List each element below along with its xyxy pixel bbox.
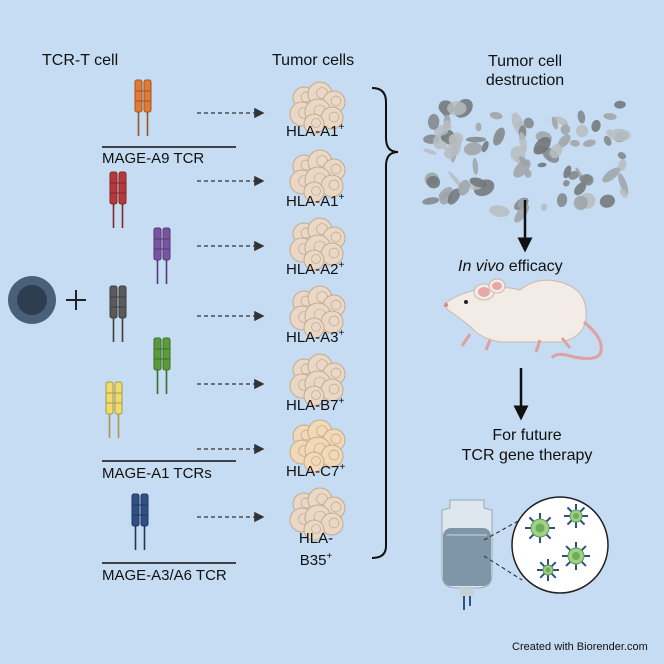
future-line1: For future: [492, 427, 562, 444]
tcr-yellow-icon: [105, 381, 123, 438]
tumor-cluster-6: [289, 419, 346, 473]
hla-label-5: HLA-B7+: [286, 396, 345, 414]
tcr-green-icon: [153, 337, 171, 394]
tumor-cluster-5: [289, 353, 346, 407]
tumor-cell-clusters: [289, 81, 346, 541]
future-therapy-heading: For future TCR gene therapy: [452, 426, 602, 466]
tcr-red-icon: [109, 171, 127, 228]
tcr-mage-a3a6-icon: [131, 493, 149, 550]
tumor-cluster-4: [289, 285, 346, 339]
mage-a1-tcrs-label: MAGE-A1 TCRs: [102, 465, 212, 482]
tumor-cluster-2: [289, 149, 346, 203]
curly-brace: [371, 87, 399, 559]
tcr-mage-a9-icon: [134, 79, 152, 136]
tumor-destruction-line2: destruction: [485, 72, 565, 89]
hla-label-7: HLA- B35+: [298, 530, 334, 569]
future-line2: TCR gene therapy: [461, 447, 593, 464]
tumor-cells-heading: Tumor cells: [272, 52, 355, 69]
tumor-destruction-line1: Tumor cell: [487, 53, 563, 70]
dashed-arrows: [197, 107, 265, 523]
hla-label-2: HLA-A1+: [286, 192, 345, 210]
tumor-cluster-3: [289, 217, 346, 271]
hla-label-4: HLA-A3+: [286, 328, 345, 346]
mage-a3a6-tcr-label: MAGE-A3/A6 TCR: [102, 567, 227, 584]
destroyed-tumor-debris: [422, 98, 631, 223]
t-cell-icon: [8, 276, 56, 324]
tcr-receptors: [105, 79, 171, 550]
tumor-destruction-heading: Tumor cell destruction: [470, 52, 580, 90]
plus-sign: [66, 290, 86, 310]
in-vivo-heading: In vivo efficacy: [458, 258, 563, 276]
tcr-t-cell-heading: TCR-T cell: [42, 52, 119, 69]
zoom-lines: [483, 519, 523, 581]
biorender-credit: Created with Biorender.com: [512, 641, 648, 653]
iv-bag-icon: [441, 499, 493, 610]
tcr-gray-icon: [109, 285, 127, 342]
tumor-cluster-7: [289, 487, 346, 541]
mouse-icon: [443, 278, 603, 361]
hla-label-1: HLA-A1+: [286, 122, 345, 140]
hla-label-3: HLA-A2+: [286, 260, 345, 278]
tcr-purple-icon: [153, 227, 171, 284]
hla-label-6: HLA-C7+: [286, 462, 346, 480]
tumor-cluster-1: [289, 81, 346, 135]
in-vivo-em: In vivo: [458, 258, 505, 275]
in-vivo-rest: efficacy: [504, 258, 563, 275]
zoom-circle-cells: [511, 496, 609, 594]
mage-a9-tcr-label: MAGE-A9 TCR: [102, 150, 205, 167]
